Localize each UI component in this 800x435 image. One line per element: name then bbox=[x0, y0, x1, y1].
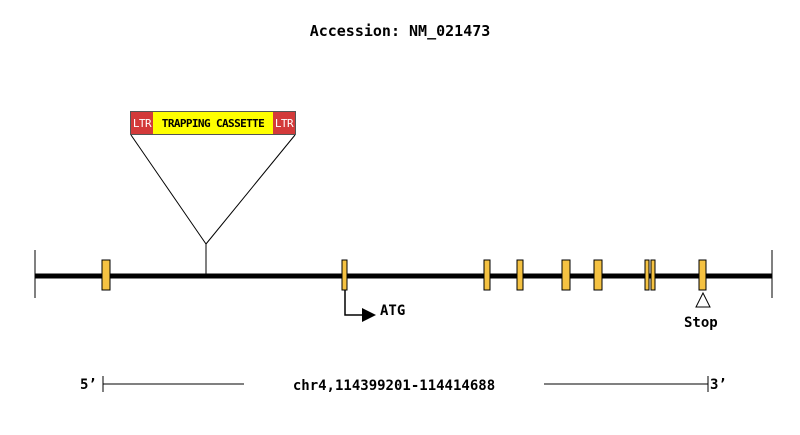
five-prime-label: 5’ bbox=[80, 377, 97, 393]
exon-5 bbox=[561, 259, 571, 291]
ltr-left: LTR bbox=[131, 112, 153, 134]
insertion-pointer bbox=[130, 134, 296, 274]
exon-6 bbox=[593, 259, 603, 291]
exons bbox=[101, 259, 707, 291]
stop-triangle-icon bbox=[695, 291, 711, 308]
exon-1 bbox=[101, 259, 111, 291]
exon-7 bbox=[644, 259, 650, 291]
accession-title: Accession: NM_021473 bbox=[309, 22, 491, 40]
atg-label: ATG bbox=[380, 303, 406, 319]
genomic-coordinates: chr4,114399201-114414688 bbox=[244, 379, 544, 393]
trapping-cassette: LTR TRAPPING CASSETTE LTR bbox=[130, 111, 296, 135]
exon-4 bbox=[516, 259, 524, 291]
ltr-right: LTR bbox=[273, 112, 295, 134]
three-prime-label: 3’ bbox=[710, 377, 727, 393]
exon-9 bbox=[698, 259, 707, 291]
exon-8 bbox=[650, 259, 656, 291]
exon-2 bbox=[341, 259, 348, 291]
atg-arrow-icon bbox=[344, 290, 376, 322]
stop-label: Stop bbox=[684, 315, 718, 331]
cassette-label: TRAPPING CASSETTE bbox=[153, 112, 273, 134]
exon-3 bbox=[483, 259, 491, 291]
